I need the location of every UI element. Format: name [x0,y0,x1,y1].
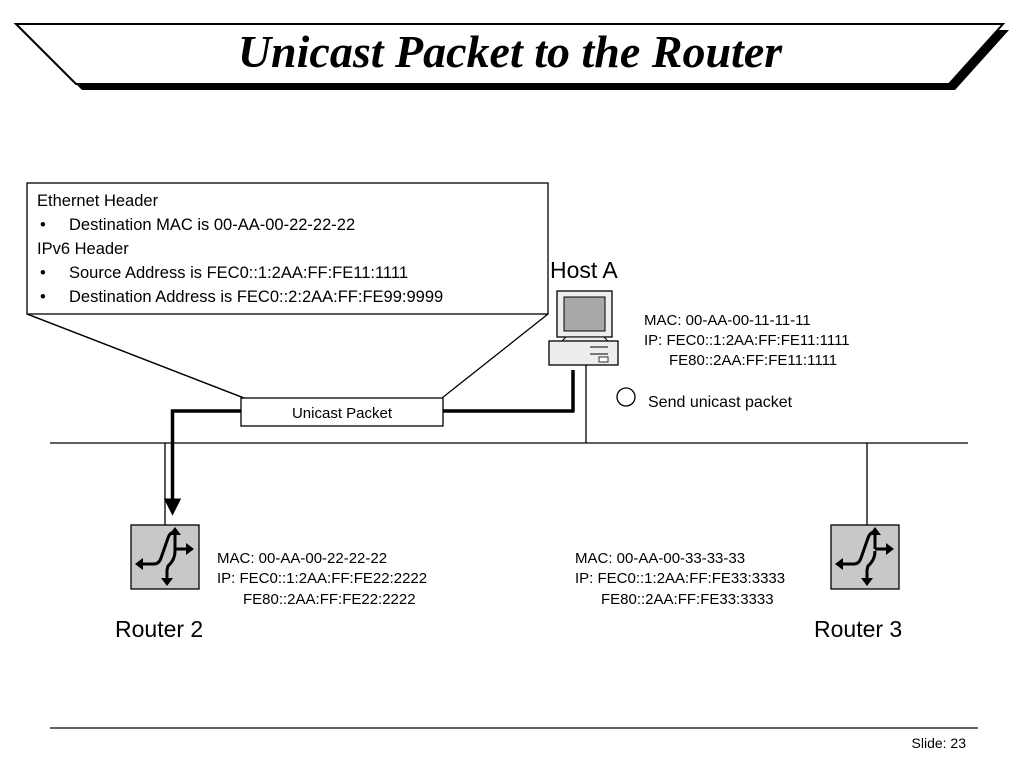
router2-left-arrow [135,558,143,570]
callout-ethernet-header: Ethernet Header [37,192,159,210]
title-banner-shape [13,23,1006,85]
host-a-ip-link-local: FE80::2AA:FF:FE11:1111 [669,352,837,369]
router3-down-arrow [861,578,873,586]
callout-destination-address: Destination Address is FEC0::2:2AA:FF:FE… [69,288,443,306]
packet-label-box [240,397,444,427]
callout-box [26,182,549,315]
router2-name: Router 2 [115,616,203,642]
system-unit [548,340,619,366]
callout-bullet: • [40,216,46,234]
router2-mac: MAC: 00-AA-00-22-22-22 [217,550,387,567]
router3-up-arrow [869,527,881,535]
router3-mac: MAC: 00-AA-00-33-33-33 [575,550,745,567]
host-a-computer-icon [548,290,619,366]
drive-light [598,356,609,363]
title-banner: Unicast Packet to the Router [13,23,1009,90]
step-1-description: Send unicast packet [648,394,793,411]
router3-name: Router 3 [814,616,902,642]
router3-icon [830,524,900,590]
router3-left-arrow [835,558,843,570]
packet-callout: Ethernet Header • Destination MAC is 00-… [26,182,549,399]
router2-down-arrow [161,578,173,586]
router3-info: Router 3 MAC: 00-AA-00-33-33-33 IP: FEC0… [575,550,902,642]
callout-destination-mac: Destination MAC is 00-AA-00-22-22-22 [69,216,355,234]
router3-ip-global: IP: FEC0::1:2AA:FF:FE33:3333 [575,570,785,587]
slide-footer: Slide: 23 [50,727,978,751]
host-a-mac: MAC: 00-AA-00-11-11-11 [644,312,811,329]
router2-ip-link-local: FE80::2AA:FF:FE22:2222 [243,591,416,608]
network-segment [50,365,968,525]
host-a-name: Host A [550,257,618,283]
callout-right-pointer [441,313,549,399]
router2-info: Router 2 MAC: 00-AA-00-22-22-22 IP: FEC0… [115,550,427,642]
callout-ipv6-header: IPv6 Header [37,240,129,258]
router2-right-arrow [186,543,194,555]
callout-bullet: • [40,264,46,282]
router2-icon [130,524,200,590]
router3-right-arrow [886,543,894,555]
unicast-packet: Unicast Packet [240,397,444,427]
router2-up-arrow [169,527,181,535]
host-a-ip-global: IP: FEC0::1:2AA:FF:FE11:1111 [644,332,850,349]
monitor-screen [563,296,606,332]
router3-ip-link-local: FE80::2AA:FF:FE33:3333 [601,591,774,608]
step-1-marker [616,387,636,407]
callout-bullet: • [40,288,46,306]
callout-left-pointer [26,313,245,399]
slide-title: Unicast Packet to the Router [238,26,783,77]
slide-number: Slide: 23 [912,735,967,751]
callout-source-address: Source Address is FEC0::1:2AA:FF:FE11:11… [69,264,408,282]
router3-vertical-path [865,550,877,581]
packet-label: Unicast Packet [292,405,393,422]
host-a-info: Host A MAC: 00-AA-00-11-11-11 IP: FEC0::… [550,257,850,411]
router2-ip-global: IP: FEC0::1:2AA:FF:FE22:2222 [217,570,427,587]
packet-path [163,370,575,516]
